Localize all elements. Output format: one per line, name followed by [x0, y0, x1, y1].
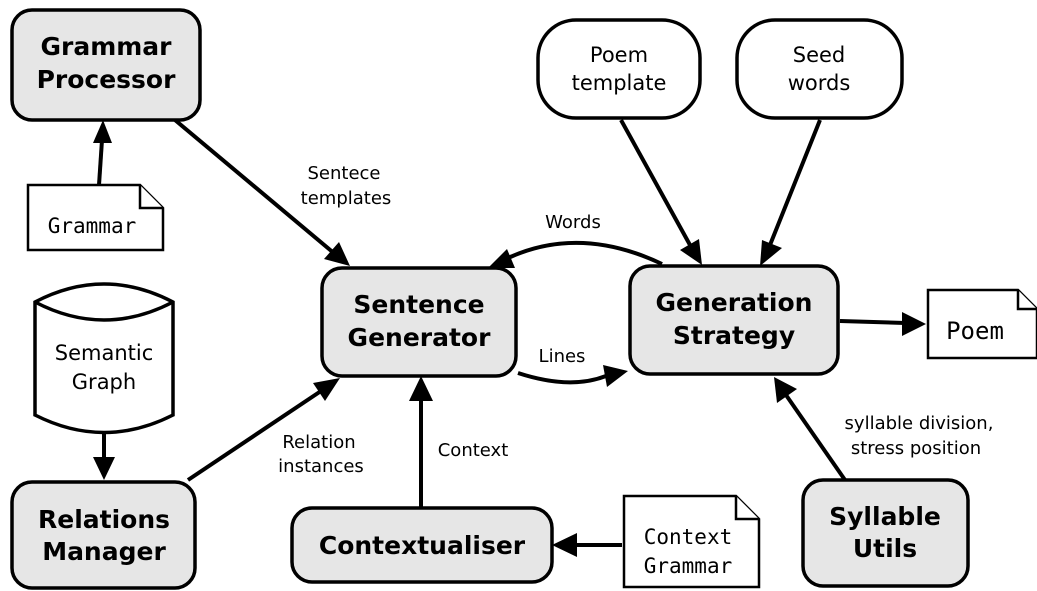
- relations-manager-line-2: Manager: [42, 537, 166, 566]
- node-relations-manager: Relations Manager: [10, 480, 197, 590]
- poem-document-label: Poem: [946, 317, 1004, 345]
- label-syllable-info-line-2: stress position: [851, 438, 981, 459]
- edge-words: [488, 240, 663, 268]
- node-poem-template: Poem template: [536, 18, 702, 120]
- node-generation-strategy: Generation Strategy: [628, 264, 840, 376]
- label-lines: Lines: [539, 346, 586, 367]
- node-grammar-document: Grammar: [26, 183, 165, 252]
- node-sentence-generator: Sentence Generator: [320, 266, 518, 378]
- seed-words-line-2: words: [788, 71, 851, 95]
- edge-syllable-utils-to-strategy: [774, 377, 847, 482]
- edge-semantic-graph-to-relations-manager: [93, 433, 115, 480]
- edge-poem-template-to-strategy: [619, 119, 702, 265]
- label-words: Words: [545, 212, 601, 233]
- generation-strategy-line-2: Strategy: [673, 321, 795, 350]
- node-grammar-processor: Grammar Processor: [10, 8, 202, 122]
- edge-processor-to-sentence-generator: [173, 118, 350, 266]
- contextualiser-label: Contextualiser: [319, 531, 526, 560]
- sentence-generator-line-1: Sentence: [353, 290, 484, 319]
- node-seed-words: Seed words: [735, 18, 904, 120]
- label-syllable-info-line-1: syllable division,: [845, 413, 994, 434]
- syllable-utils-line-1: Syllable: [829, 502, 941, 531]
- syllable-utils-line-2: Utils: [853, 534, 917, 563]
- label-sentence-templates-line-2: templates: [301, 188, 392, 209]
- grammar-document-label: Grammar: [48, 214, 137, 238]
- context-grammar-line-2: Grammar: [644, 554, 733, 578]
- edge-context-grammar-to-contextualiser: [552, 533, 622, 557]
- grammar-processor-line-1: Grammar: [40, 32, 172, 61]
- node-contextualiser: Contextualiser: [290, 506, 554, 584]
- edge-labels: Sentece templates Words Lines Relation i…: [278, 163, 993, 477]
- generation-strategy-line-1: Generation: [656, 288, 813, 317]
- sentence-generator-line-2: Generator: [348, 323, 492, 352]
- label-relation-instances-line-2: instances: [278, 456, 364, 477]
- poem-template-line-1: Poem: [590, 43, 648, 67]
- edge-grammar-to-processor: [93, 120, 112, 186]
- edge-contextualiser-to-sentence-generator: [409, 376, 433, 508]
- edge-strategy-to-poem: [839, 312, 926, 336]
- node-syllable-utils: Syllable Utils: [801, 478, 970, 588]
- grammar-processor-line-2: Processor: [37, 65, 177, 94]
- node-context-grammar-document: Context Grammar: [622, 494, 761, 589]
- semantic-graph-line-1: Semantic: [55, 341, 154, 365]
- poem-template-line-2: template: [572, 71, 667, 95]
- edge-relations-manager-to-sentence-generator: [186, 378, 340, 482]
- label-sentence-templates-line-1: Sentece: [307, 163, 380, 184]
- node-semantic-graph: Semantic Graph: [33, 282, 175, 435]
- edge-lines: [517, 365, 628, 387]
- label-context: Context: [438, 440, 509, 461]
- relations-manager-line-1: Relations: [38, 505, 170, 534]
- label-relation-instances-line-1: Relation: [282, 432, 355, 453]
- edge-seed-words-to-strategy: [760, 119, 822, 266]
- node-poem-document: Poem: [926, 288, 1037, 360]
- seed-words-line-1: Seed: [793, 43, 846, 67]
- context-grammar-line-1: Context: [644, 525, 733, 549]
- semantic-graph-line-2: Graph: [72, 370, 136, 394]
- edges: [93, 118, 926, 557]
